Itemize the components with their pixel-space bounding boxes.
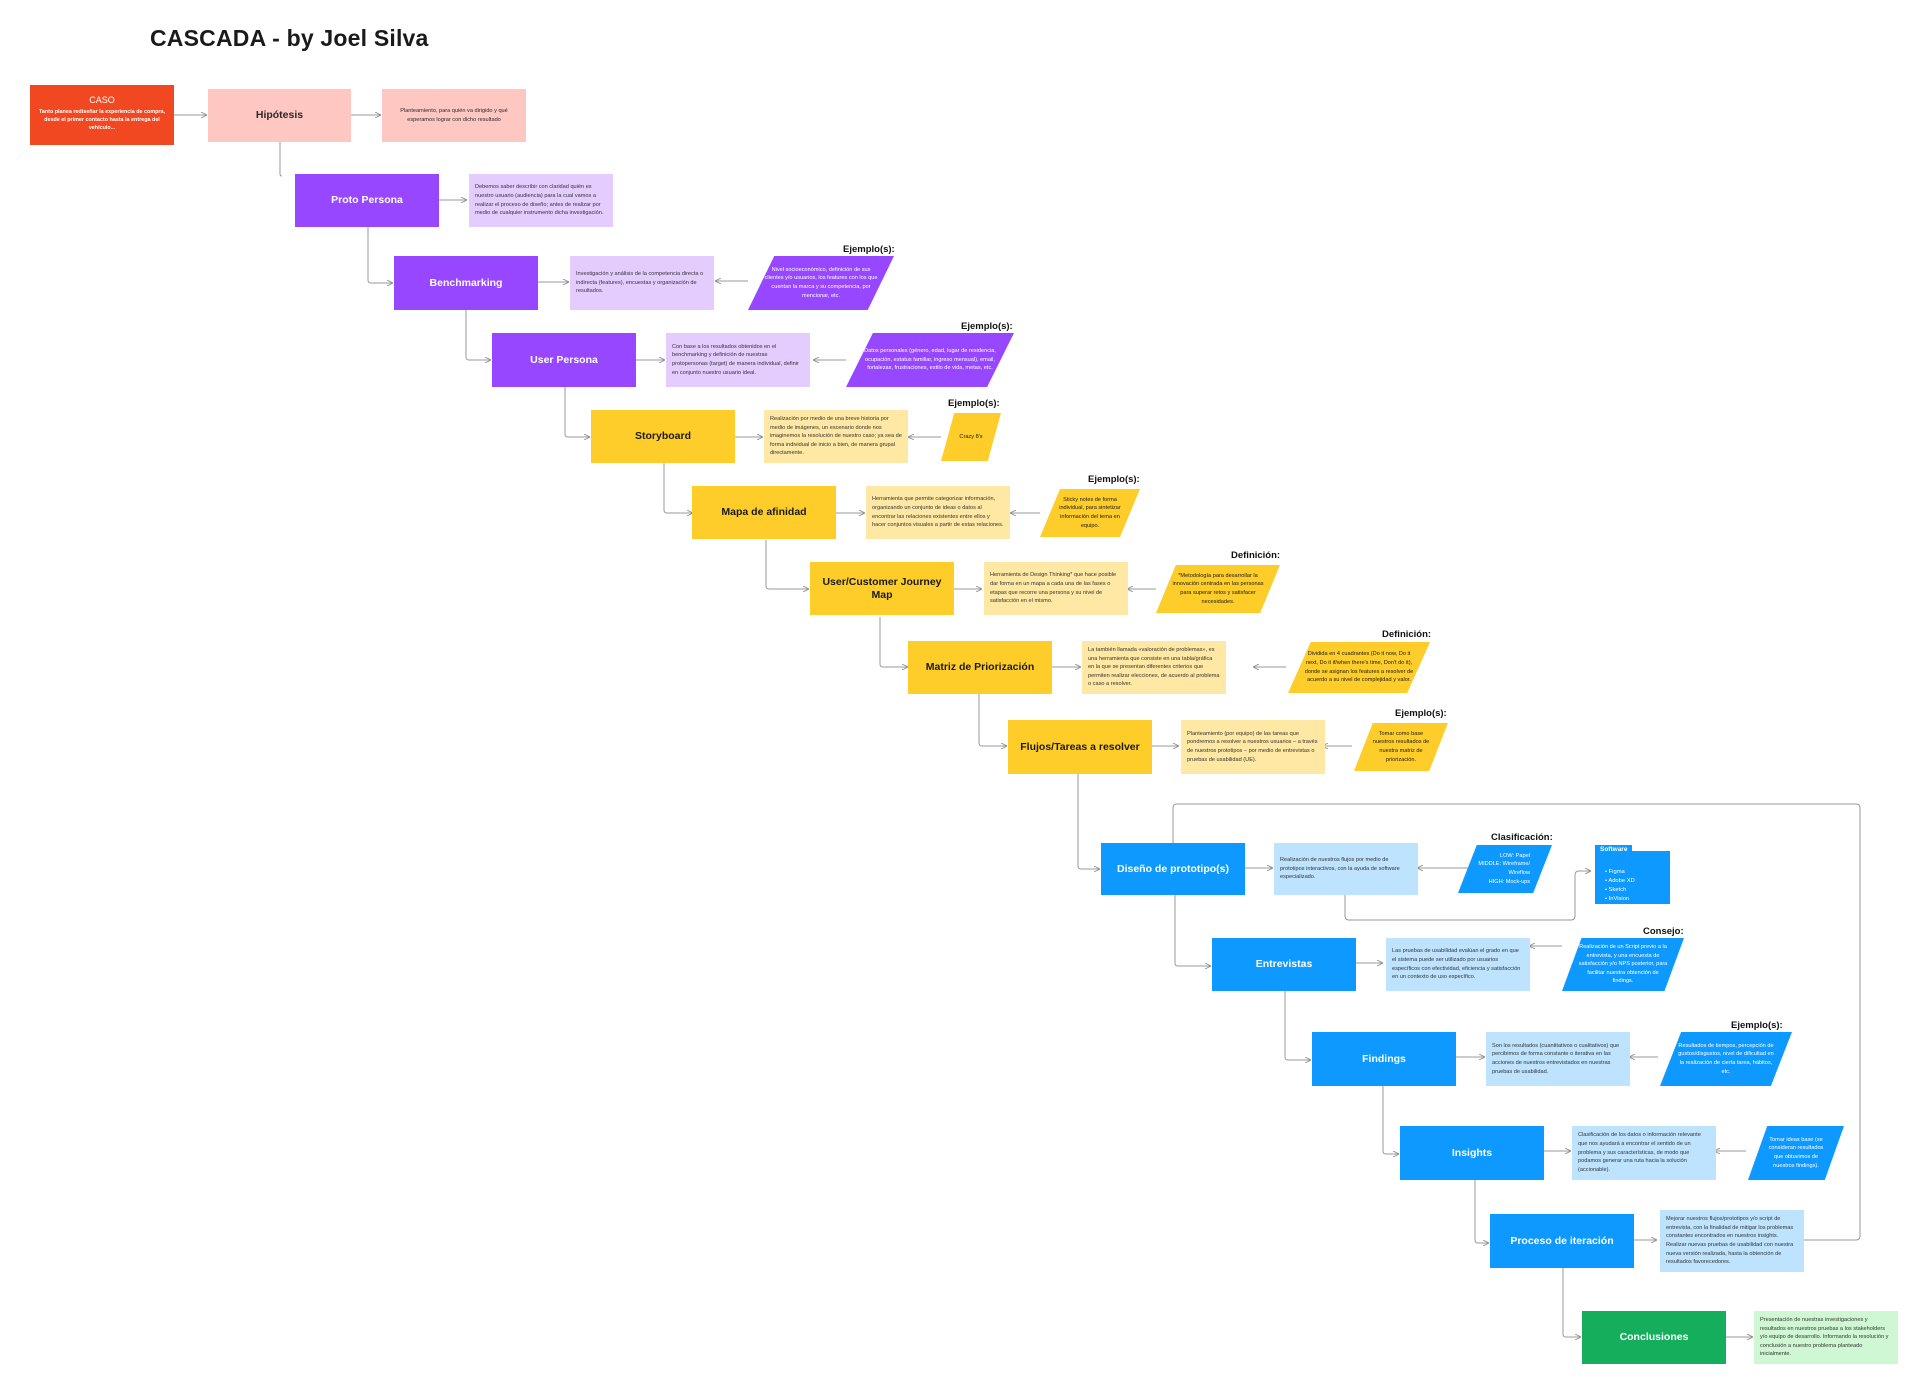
clasificacion-box: LOW: Papel MIDDLE: Wireframe/ Wireflow H… — [1458, 845, 1552, 893]
clasificacion-middle: MIDDLE: Wireframe/ Wireflow — [1478, 861, 1530, 876]
step-user-persona[interactable]: User Persona — [492, 333, 636, 387]
case-heading: CASO — [89, 95, 115, 105]
example-benchmarking: Nivel socioeconómico, definición de sus … — [748, 256, 894, 310]
desc-flujos: Planteamiento (por equipo) de las tareas… — [1181, 720, 1325, 774]
label-ejemplo-findings: Ejemplo(s): — [1731, 1020, 1783, 1031]
step-hipotesis[interactable]: Hipótesis — [208, 89, 351, 142]
case-box: CASO Tanto planea rediseñar la experienc… — [30, 85, 174, 145]
desc-prototipo: Realización de nuestros flujos por medio… — [1274, 843, 1418, 895]
page-title: CASCADA - by Joel Silva — [150, 25, 429, 51]
desc-mapa-afinidad: Herramienta que permite categorizar info… — [866, 486, 1010, 539]
clasificacion-low: LOW: Papel — [1499, 852, 1530, 859]
step-mapa-afinidad[interactable]: Mapa de afinidad — [692, 486, 836, 539]
label-definicion-matriz: Definición: — [1382, 629, 1432, 640]
desc-storyboard: Realización por medio de una breve histo… — [764, 410, 908, 463]
desc-conclusiones: Presentación de nuestras investigaciones… — [1754, 1311, 1898, 1364]
software-sketch: Sketch — [1605, 886, 1662, 895]
desc-proto-persona: Debemos saber describir con claridad qui… — [469, 174, 613, 227]
software-figma: Figma — [1605, 868, 1662, 877]
example-findings: Resultados de tiempos, percepción de gus… — [1660, 1032, 1792, 1086]
desc-findings: Son los resultados (cuantitativos o cual… — [1486, 1032, 1630, 1086]
software-adobe-xd: Adobe XD — [1605, 877, 1662, 886]
example-journey-map: *Metodología para desarrollar la innovac… — [1156, 565, 1280, 613]
step-storyboard[interactable]: Storyboard — [591, 410, 735, 463]
step-findings[interactable]: Findings — [1312, 1032, 1456, 1086]
label-ejemplo-user-persona: Ejemplo(s): — [961, 321, 1013, 332]
desc-hipotesis: Planteamiento, para quién va dirigido y … — [382, 89, 526, 142]
label-definicion-journey-map: Definición: — [1231, 550, 1281, 561]
label-clasificacion: Clasificación: — [1491, 832, 1553, 843]
step-prototipo[interactable]: Diseño de prototipo(s) — [1101, 843, 1245, 895]
step-proto-persona[interactable]: Proto Persona — [295, 174, 439, 227]
desc-insights: Clasificación de los datos o información… — [1572, 1126, 1716, 1180]
step-benchmarking[interactable]: Benchmarking — [394, 256, 538, 310]
step-flujos[interactable]: Flujos/Tareas a resolver — [1008, 720, 1152, 774]
label-ejemplo-mapa-afinidad: Ejemplo(s): — [1088, 474, 1140, 485]
clasificacion-high: HIGH: Mock-ups — [1488, 878, 1530, 885]
step-entrevistas[interactable]: Entrevistas — [1212, 938, 1356, 991]
step-matriz[interactable]: Matriz de Priorización — [908, 641, 1052, 694]
example-flujos: Tomar como base nuestros resultados de n… — [1354, 723, 1448, 771]
example-mapa-afinidad: Sticky notes de forma individual, para s… — [1040, 489, 1140, 537]
example-storyboard: Crazy 8's — [941, 413, 1001, 461]
label-ejemplo-benchmarking: Ejemplo(s): — [843, 244, 895, 255]
desc-matriz: La también llamada «valoración de proble… — [1082, 641, 1226, 694]
label-ejemplo-storyboard: Ejemplo(s): — [948, 398, 1000, 409]
consejo-box: Realización de un Script previo a la ent… — [1562, 938, 1684, 991]
step-iteracion[interactable]: Proceso de iteración — [1490, 1214, 1634, 1268]
software-invision: InVision — [1605, 895, 1662, 904]
software-box: Figma Adobe XD Sketch InVision — [1595, 851, 1670, 904]
step-journey-map[interactable]: User/Customer Journey Map — [810, 562, 954, 615]
desc-journey-map: Herramienta de Design Thinking* que hace… — [984, 562, 1128, 615]
desc-benchmarking: Investigación y análisis de la competenc… — [570, 256, 714, 310]
label-consejo: Consejo: — [1643, 926, 1684, 937]
example-insights: Tomar ideas base (se consideran resultad… — [1748, 1126, 1844, 1180]
step-conclusiones[interactable]: Conclusiones — [1582, 1311, 1726, 1364]
example-matriz: Dividida en 4 cuadrantes (Do it now, Do … — [1288, 642, 1430, 693]
desc-user-persona: Con base a los resultados obtenidos en e… — [666, 333, 810, 387]
step-insights[interactable]: Insights — [1400, 1126, 1544, 1180]
case-text: Tanto planea rediseñar la experiencia de… — [38, 109, 166, 132]
example-user-persona: Datos personales (género, edad, lugar de… — [846, 333, 1014, 387]
desc-entrevistas: Las pruebas de usabilidad evalúan el gra… — [1386, 938, 1530, 991]
label-ejemplo-flujos: Ejemplo(s): — [1395, 708, 1447, 719]
desc-iteracion: Mejorar nuestros flujos/prototipos y/o s… — [1660, 1210, 1804, 1272]
